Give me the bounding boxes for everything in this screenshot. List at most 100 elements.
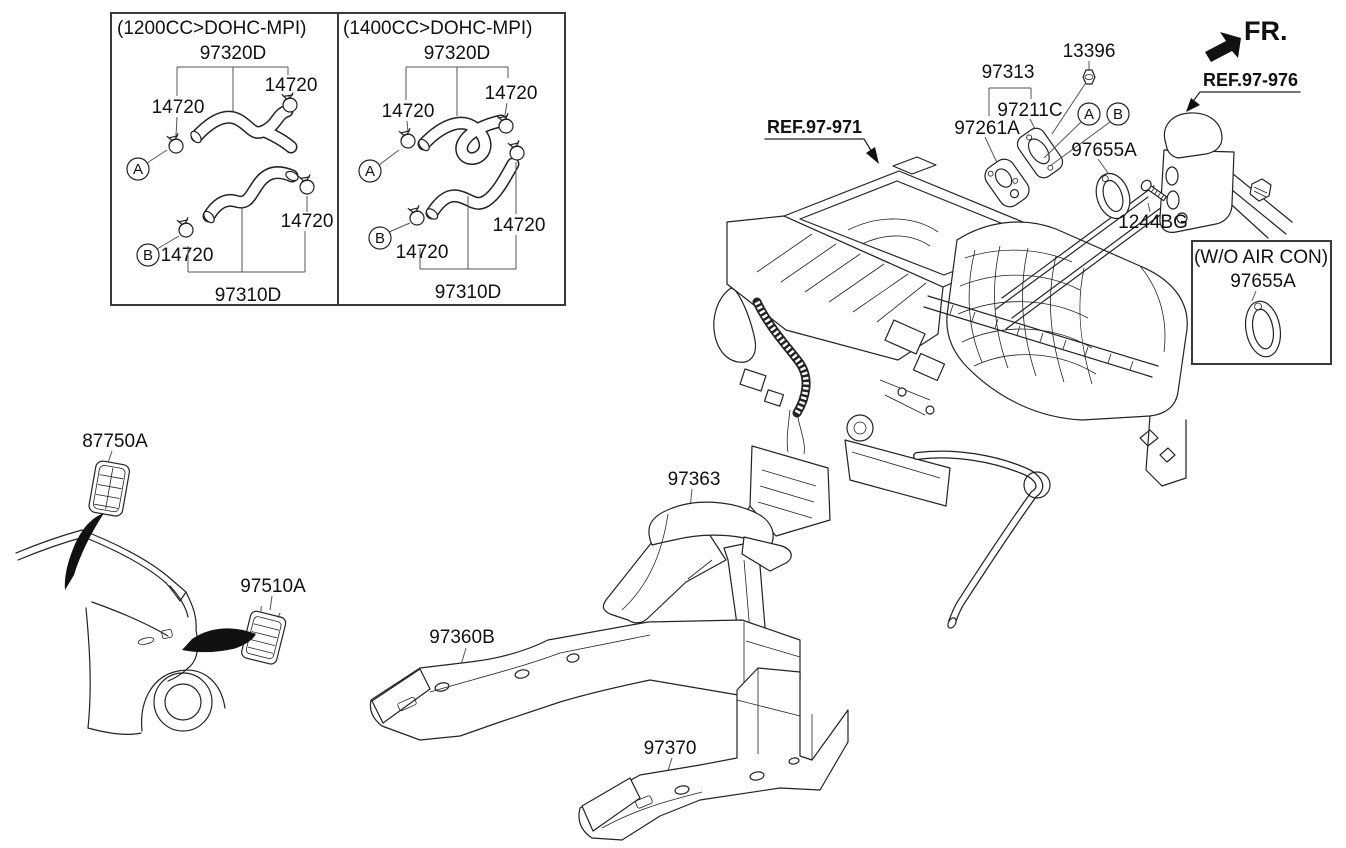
car-rear-drawing — [15, 529, 226, 735]
upper-hose — [419, 116, 506, 164]
part-label-pipe-assy: 97313 — [982, 62, 1035, 83]
part-label-duct-lh: 97360B — [429, 627, 495, 648]
marker-a-circle — [126, 157, 150, 181]
duct-97360b — [369, 619, 801, 741]
door-and-sill — [85, 607, 142, 735]
part-label-rear-pillar-vent: 87750A — [82, 431, 148, 452]
part-label-duct-rh: 97370 — [644, 738, 697, 759]
engine-box-title: (1200CC>DOHC-MPI) — [117, 18, 307, 39]
door-handle — [137, 637, 155, 645]
drain-hose — [914, 451, 1043, 625]
duct-hole — [674, 785, 690, 795]
part-label-lower-hose: 97310D — [215, 285, 282, 306]
spoiler — [165, 579, 187, 602]
duct-slot — [397, 696, 417, 712]
part-label-center-duct: 97363 — [668, 469, 721, 490]
part-label-lower-hose: 97310D — [435, 282, 502, 303]
marker-a-label: A — [133, 161, 143, 178]
hatch-edge — [167, 591, 199, 682]
part-label-clamp: 14720 — [382, 101, 435, 122]
grommet-97655a — [1095, 172, 1131, 220]
inlet-tab — [892, 156, 937, 175]
vent-97510a-group: 97510A — [182, 576, 306, 665]
engine-box-1400cc: (1400CC>DOHC-MPI) 97320D 14720 14720 A B… — [337, 12, 566, 306]
belt-line — [91, 601, 169, 637]
bracket-97320d — [176, 66, 289, 118]
bracket-97310d — [419, 162, 517, 270]
hose-end — [285, 170, 299, 182]
harness-wires — [786, 409, 805, 455]
nut-hole — [1084, 74, 1094, 80]
part-label-clamp: 14720 — [281, 211, 334, 232]
marker-a-circle — [358, 159, 382, 183]
part-label-clamp: 14720 — [265, 75, 318, 96]
bracket-97310d — [187, 196, 308, 273]
mount-holes — [1139, 429, 1176, 463]
wo-aircon-frame — [1191, 240, 1332, 365]
marker-a-circle — [1077, 102, 1101, 126]
gasket-97261a — [984, 158, 1030, 208]
leader-line — [378, 149, 400, 166]
part-label-nut: 13396 — [1063, 41, 1116, 62]
fuel-door — [161, 629, 173, 639]
part-label-clamp: 14720 — [493, 215, 546, 236]
hose-end — [418, 138, 430, 152]
heater-pipe-valve-drawing: REF.97-976 — [1159, 70, 1301, 239]
marker-b-circle — [368, 226, 392, 250]
valve-body — [1159, 149, 1235, 233]
grommet-97655a-wo-ac — [1244, 300, 1282, 358]
marker-b-label: B — [375, 230, 385, 247]
vent-grille-87750a — [88, 460, 130, 517]
duct-slot — [635, 795, 653, 809]
valve-port — [1165, 166, 1179, 186]
duct-hole — [514, 669, 530, 679]
inlet-scoop — [847, 218, 939, 247]
small-parts-cluster: 13396 97313 97261A 97211C A B 97655A 124… — [954, 41, 1188, 233]
hose-clamp — [505, 138, 527, 163]
leader-line — [1043, 121, 1111, 167]
valve-port — [1166, 190, 1180, 210]
rail-ticks — [949, 304, 1134, 371]
hose-end — [203, 210, 215, 224]
valve-dome — [1163, 112, 1223, 159]
marker-b-label: B — [1113, 106, 1123, 123]
blower-housing — [946, 221, 1188, 421]
lower-panel-line — [851, 451, 941, 479]
marker-b-label: B — [143, 247, 153, 264]
part-label-clamp: 14720 — [485, 83, 538, 104]
heater-pipes — [995, 185, 1167, 330]
panel-hatching — [756, 233, 927, 323]
leader-line — [1051, 61, 1090, 135]
marker-b-circle — [136, 243, 160, 267]
valve-port — [1176, 212, 1188, 224]
rear-wheel — [153, 672, 213, 732]
leader-line — [388, 222, 411, 233]
part-label-clamp: 14720 — [161, 245, 214, 266]
blower-leg — [1145, 415, 1187, 487]
bracket-97320d — [405, 66, 509, 116]
lever-links — [879, 379, 931, 416]
ref-pipe-label: REF.97-976 — [1203, 70, 1298, 90]
part-label-grommet: 97655A — [1071, 140, 1137, 161]
wo-aircon-box: (W/O AIR CON) 97655A — [1191, 240, 1332, 365]
ref-arrowhead-icon — [1186, 98, 1200, 112]
hose-clamp — [164, 131, 186, 156]
leader-line — [156, 235, 180, 250]
part-label-plate: 97211C — [997, 100, 1062, 121]
fr-indicator: FR. — [1205, 16, 1288, 62]
duct-hole — [749, 771, 765, 781]
ref-heater-label: REF.97-971 — [767, 117, 862, 137]
leader-line — [406, 102, 508, 133]
fitting-threads — [1253, 186, 1268, 198]
upper-hose — [192, 106, 292, 141]
connector-box — [763, 389, 785, 407]
marker-a-label: A — [365, 163, 375, 180]
bolt-1244bg — [1140, 179, 1168, 202]
part-label-bolt: 1244BG — [1118, 212, 1188, 233]
vent-87750a-group: 87750A — [64, 431, 148, 590]
install-arrow-icon — [64, 513, 104, 590]
marker-a-label: A — [1084, 106, 1094, 123]
duct-hole — [788, 757, 800, 765]
leader-line — [1251, 290, 1257, 302]
